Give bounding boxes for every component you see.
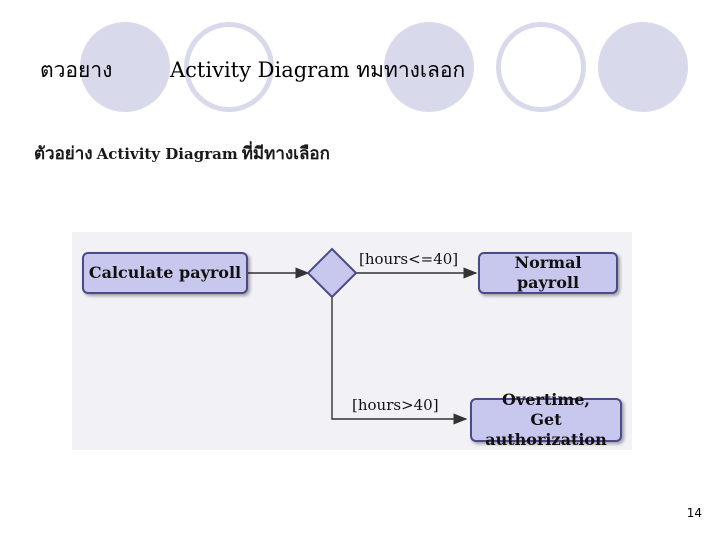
decor-circle-5 bbox=[598, 22, 688, 112]
slide-title-word: ตวอยาง bbox=[40, 58, 113, 82]
activity-normal-label: Normal payroll bbox=[514, 253, 582, 292]
activity-calculate-payroll: Calculate payroll bbox=[82, 252, 248, 294]
guard-hours-le-40: [hours<=40] bbox=[359, 250, 459, 268]
decor-circle-3 bbox=[384, 22, 474, 112]
edge-decision-to-overtime bbox=[331, 297, 468, 425]
activity-overtime: Overtime, Get authorization bbox=[470, 390, 622, 449]
activity-calculate-label: Calculate payroll bbox=[88, 263, 242, 282]
caption-end: ที่มีทางเลือก bbox=[241, 144, 330, 164]
activity-overtime-line1: Overtime, bbox=[502, 390, 590, 409]
decor-circle-1 bbox=[80, 22, 170, 112]
decision-diamond bbox=[306, 247, 358, 299]
caption-word: ตัวอย่าง bbox=[34, 144, 93, 164]
guard-hours-gt-40: [hours>40] bbox=[352, 396, 439, 414]
activity-normal-payroll: Normal payroll bbox=[478, 252, 618, 294]
activity-overtime-line2: Get authorization bbox=[485, 410, 607, 449]
page-number: 14 bbox=[686, 506, 702, 520]
slide-title-text: Activity Diagram ทมทางเลอก bbox=[170, 58, 466, 82]
decor-circle-4 bbox=[496, 22, 586, 112]
caption-mid: Activity Diagram bbox=[96, 145, 238, 163]
decor-circle-2 bbox=[184, 22, 274, 112]
